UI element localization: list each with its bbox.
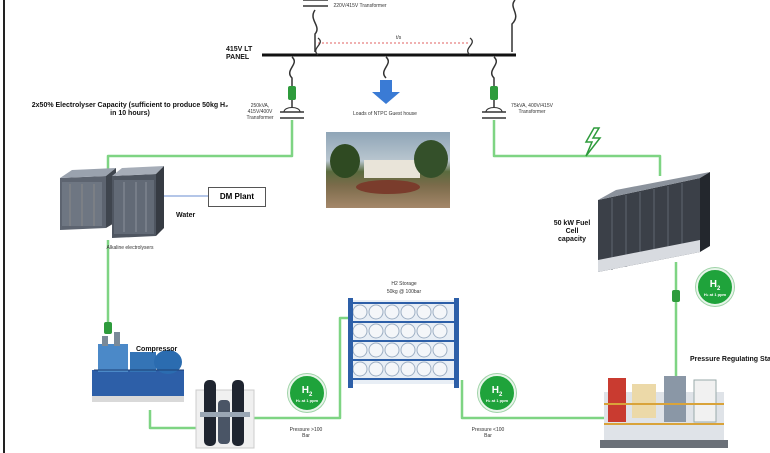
rack-shelf: [348, 302, 459, 304]
h2-badge-fuelcell: H2 H₂ at 1 ppm: [696, 268, 734, 306]
compressor-unit: [92, 332, 184, 402]
compressor-inlet-connector: [104, 322, 112, 334]
h2-cylinder: [400, 361, 416, 377]
h2-cylinder: [384, 323, 400, 339]
rack-shelf: [348, 321, 459, 323]
h2-badge-caption: H₂ at 1 ppm: [485, 398, 509, 403]
right-transformer-symbol: [482, 107, 506, 119]
h2-cylinder: [432, 342, 448, 358]
left-feeder-connector: [288, 86, 296, 100]
right-transformer-label: 75kVA, 400V/415V Transformer: [511, 103, 553, 115]
tie-breaker-right: [467, 37, 473, 56]
guest-house-photo: [326, 132, 450, 208]
dryer-unit: [195, 380, 255, 449]
h2-cylinder: [384, 342, 400, 358]
electrolyser-caption: Alkaline electrolysers: [106, 245, 154, 251]
h2-subscript: 2: [308, 392, 313, 398]
h2-badge-caption: H₂ at 1 ppm: [703, 292, 727, 297]
pipe-dryer-to-storage: [252, 316, 352, 420]
h2-cylinder: [416, 342, 432, 358]
h2-cylinder: [352, 342, 368, 358]
left-feeder: [289, 56, 295, 108]
pressure-regulating-unit: [600, 376, 728, 448]
h2-cylinder: [416, 323, 432, 339]
right-feeder-connector: [490, 86, 498, 100]
lt-panel-label: 415V LT PANEL: [226, 46, 253, 62]
h2-symbol: H: [709, 279, 717, 290]
dm-plant-box: DM Plant: [208, 187, 266, 207]
h2-cylinder: [368, 323, 384, 339]
h2-cylinder: [352, 361, 368, 377]
h2-cylinder: [432, 304, 448, 320]
h2-cylinder: [416, 304, 432, 320]
h2-cylinder: [368, 304, 384, 320]
rack-post: [454, 298, 459, 388]
h2-cylinder: [400, 304, 416, 320]
h2-cylinder: [432, 361, 448, 377]
tie-breaker-left: [315, 37, 321, 56]
center-feeder: [383, 56, 389, 79]
h2-storage-spec: 50kg @ 100bar: [386, 289, 422, 295]
h2-cylinder: [368, 361, 384, 377]
h2-cylinder: [416, 361, 432, 377]
h2-cylinder: [432, 323, 448, 339]
h2-symbol: H: [491, 385, 499, 396]
electrolyser-units: [60, 166, 164, 238]
top-transformer-label: 220V/415V Transformer: [333, 3, 387, 9]
compressor-label: Compressor: [136, 346, 178, 353]
pressure-regulating-label: Pressure Regulating Station: [690, 356, 770, 363]
h2-subscript: 2: [498, 392, 503, 398]
fuelcell-inlet-connector: [672, 290, 680, 302]
h2-badge-storage: H2 H₂ at 1 ppm: [478, 374, 516, 412]
h2-cylinder: [400, 323, 416, 339]
h2-cylinder: [352, 304, 368, 320]
left-transformer-label: 250kVA, 415V/400V Transformer: [246, 103, 274, 121]
down-arrow-icon: [372, 80, 400, 104]
pipe-storage-to-regulator: [460, 380, 610, 420]
pressure-right-label: Pressure <100 Bar: [471, 427, 505, 439]
pipe-transformer-to-electrolyser: [106, 120, 294, 172]
h2-cylinder: [368, 342, 384, 358]
fuel-cell-stack: [598, 172, 710, 272]
electrolyser-capacity-label: 2x50% Electrolyser Capacity (sufficient …: [31, 102, 229, 118]
left-transformer-symbol: [280, 107, 304, 119]
rack-shelf: [348, 340, 459, 342]
h2-badge-caption: H₂ at 1 ppm: [295, 398, 319, 403]
pipe-compressor-to-dryer: [148, 410, 200, 430]
h2-cylinder: [400, 342, 416, 358]
h2-symbol: H: [301, 385, 309, 396]
lightning-bolt-icon: [584, 127, 602, 157]
rack-shelf: [348, 359, 459, 361]
top-right-feeder: [511, 0, 517, 52]
h2-cylinder: [384, 304, 400, 320]
busbar-tag: t/s: [396, 35, 402, 41]
pressure-left-label: Pressure >100 Bar: [289, 427, 323, 439]
rack-post: [348, 298, 353, 388]
h2-storage-title: H2 Storage: [391, 281, 417, 287]
h2-cylinder: [352, 323, 368, 339]
h2-storage-rack: [348, 298, 459, 388]
dm-plant-label: DM Plant: [219, 192, 255, 201]
h2-subscript: 2: [716, 286, 721, 292]
h2-badge-dryer: H2 H₂ at 1 ppm: [288, 374, 326, 412]
h2-cylinder: [384, 361, 400, 377]
fuel-cell-label: 50 kW Fuel Cell capacity: [553, 220, 591, 244]
right-feeder: [491, 56, 497, 108]
loads-label: Loads of NTPC Guest house: [353, 111, 417, 117]
top-transformer-symbol: [303, 0, 328, 52]
water-label: Water: [176, 212, 196, 219]
pipe-transformer-to-fuelcell: [492, 120, 662, 176]
rack-shelf: [348, 378, 459, 380]
